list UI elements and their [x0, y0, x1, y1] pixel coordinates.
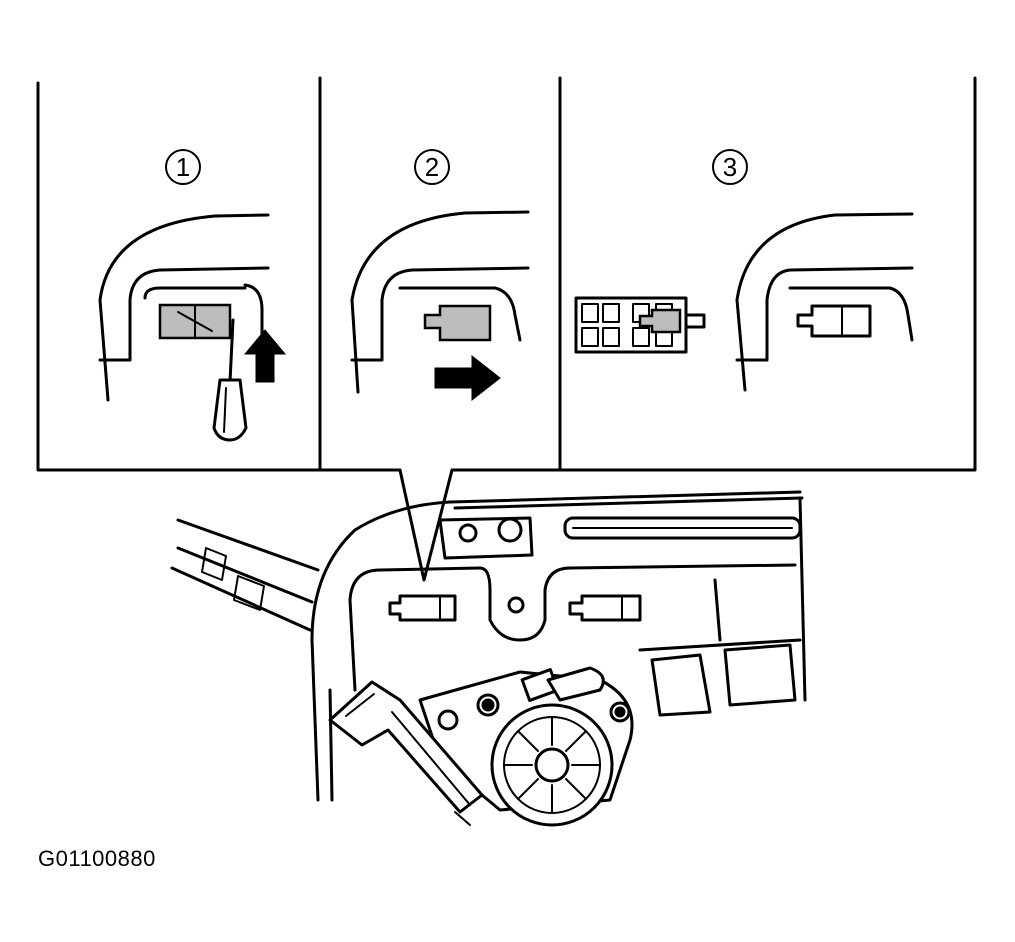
- clip-hole-icon: [796, 304, 872, 338]
- step-2-number-badge: 2: [414, 149, 450, 185]
- callout-panel-frame: [36, 76, 977, 582]
- step-1-number-badge: 1: [165, 149, 201, 185]
- arrow-up-icon: [243, 329, 287, 383]
- removed-clip-strip: [574, 296, 706, 354]
- window-regulator-motor-icon: [328, 666, 634, 827]
- clip-connector-icon: [158, 303, 232, 340]
- step-3-panel: 3: [574, 149, 914, 392]
- step-1-panel: 1: [98, 149, 287, 442]
- screwdriver-icon: [212, 318, 248, 442]
- step-3-number-badge: 3: [712, 149, 748, 185]
- clip-connector-icon: [568, 594, 642, 622]
- svg-text:3: 3: [723, 152, 737, 182]
- step-2-panel: 2: [350, 149, 530, 402]
- motor-gear-teeth: [503, 716, 601, 814]
- figure-code: G01100880: [38, 846, 156, 871]
- clip-connector-icon: [388, 594, 457, 622]
- svg-text:1: 1: [176, 152, 190, 182]
- door-inner-panel: [170, 490, 807, 827]
- arrow-right-icon: [434, 354, 501, 402]
- clip-connector-icon: [423, 304, 492, 342]
- svg-text:2: 2: [425, 152, 439, 182]
